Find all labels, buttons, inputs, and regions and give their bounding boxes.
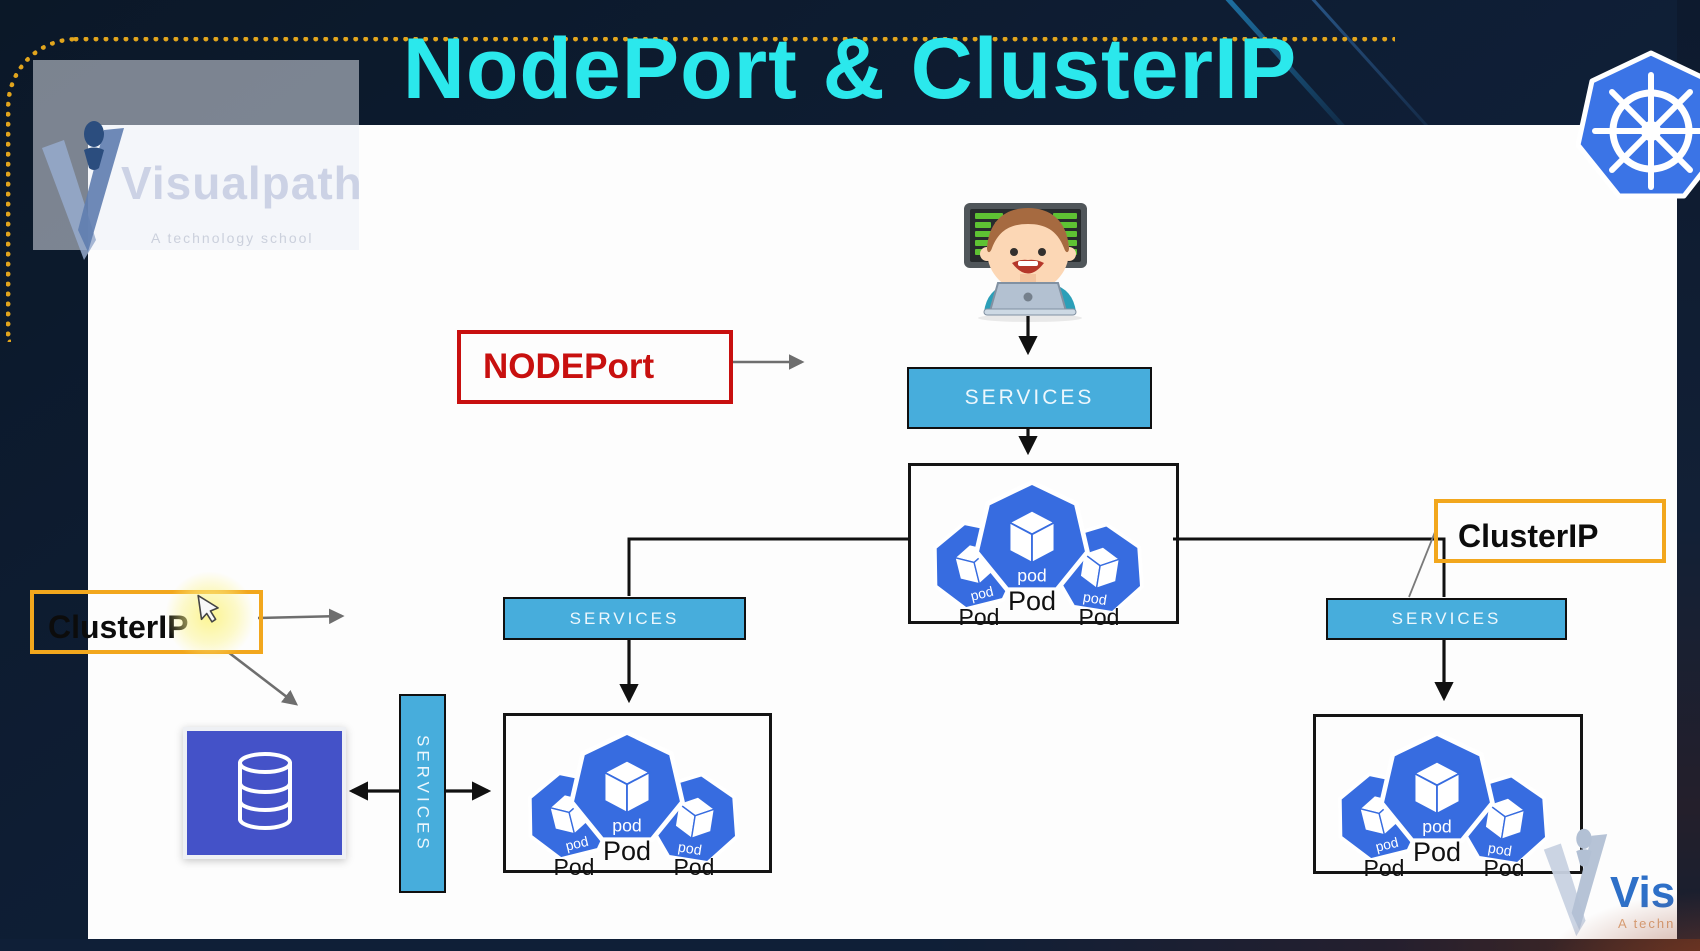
dotted-border-decoration: [6, 37, 1395, 342]
pod-label: Pod: [553, 854, 595, 880]
svg-text:pod: pod: [1486, 840, 1512, 860]
kubernetes-pod-icon: pod: [569, 730, 685, 843]
kubernetes-pod-icon: pod: [1379, 731, 1495, 844]
bottom-edge-band: [0, 939, 1700, 951]
clusterip-left-callout: ClusterIP: [30, 590, 263, 654]
kubernetes-pod-icon: pod: [646, 772, 739, 865]
pod-label: Pod: [1007, 586, 1057, 616]
service-box-side-vertical: SERVICES: [399, 694, 446, 893]
pod-label: Pod: [1363, 855, 1405, 881]
developer-at-computer-icon: [964, 203, 1087, 322]
svg-text:pod: pod: [676, 839, 702, 859]
clusterip-right-label: ClusterIP: [1458, 518, 1599, 554]
svg-text:pod: pod: [1422, 816, 1452, 836]
right-edge-band: [1677, 0, 1700, 951]
kubernetes-helm-icon: [1576, 50, 1700, 199]
visualpath-logo-name: Visualpath: [121, 157, 363, 209]
database-icon: [183, 727, 346, 859]
pod-label: Pod: [1078, 604, 1120, 630]
nodeport-label: NODEPort: [483, 347, 655, 386]
clusterip-right-callout: ClusterIP: [1434, 499, 1666, 563]
svg-text:pod: pod: [564, 834, 590, 854]
pod-label: Pod: [602, 836, 652, 866]
svg-text:pod: pod: [1081, 589, 1107, 609]
service-box-top: SERVICES: [907, 367, 1152, 429]
service-box-left: SERVICES: [503, 597, 746, 640]
mouse-pointer-icon: [197, 594, 219, 623]
pod-label: Pod: [1412, 837, 1462, 867]
corner-glow: [1540, 890, 1700, 951]
nodeport-callout: NODEPort: [457, 330, 733, 404]
svg-text:pod: pod: [969, 584, 995, 604]
visualpath-v-icon: [42, 121, 124, 260]
svg-text:pod: pod: [1374, 835, 1400, 855]
pod-label: Pod: [673, 854, 715, 880]
service-box-right: SERVICES: [1326, 598, 1567, 640]
page-title: NodePort & ClusterIP: [402, 21, 1298, 117]
clusterip-left-label: ClusterIP: [48, 609, 189, 645]
visualpath-logo-tagline: A technology school: [151, 230, 314, 246]
pod-label: Pod: [1483, 855, 1525, 881]
svg-text:pod: pod: [1017, 565, 1047, 585]
pod-label: Pod: [958, 604, 1000, 630]
kubernetes-pod-icon: pod: [974, 480, 1090, 593]
svg-text:pod: pod: [612, 815, 642, 835]
visualpath-logo: Visualpath A technology school: [33, 60, 362, 260]
